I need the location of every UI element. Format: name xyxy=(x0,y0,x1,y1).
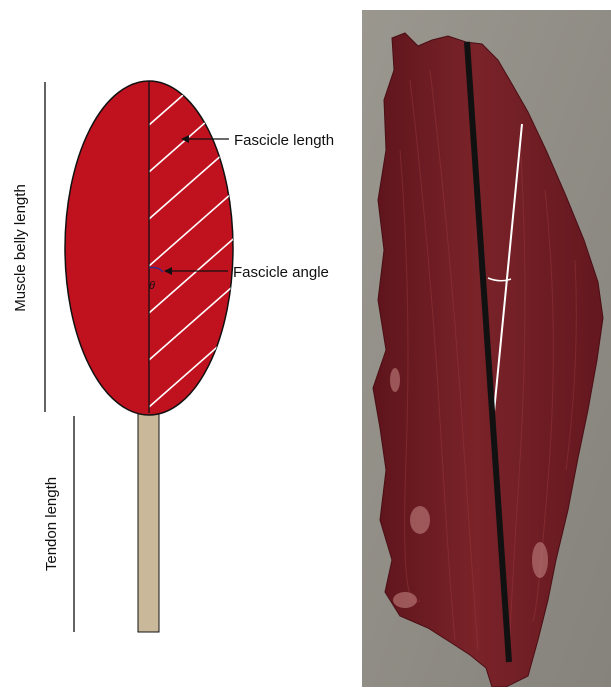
muscle-schematic: θ Fascicle length Fascicle angle Muscle … xyxy=(12,45,334,632)
tendon xyxy=(138,413,159,632)
tendon-length-label: Tendon length xyxy=(43,477,60,571)
muscle-belly-length-label: Muscle belly length xyxy=(12,184,29,312)
specimen-photo xyxy=(362,10,611,687)
fascicle-angle-label: Fascicle angle xyxy=(233,264,329,281)
angle-symbol: θ xyxy=(149,280,155,292)
fascicle-length-label: Fascicle length xyxy=(234,132,334,149)
